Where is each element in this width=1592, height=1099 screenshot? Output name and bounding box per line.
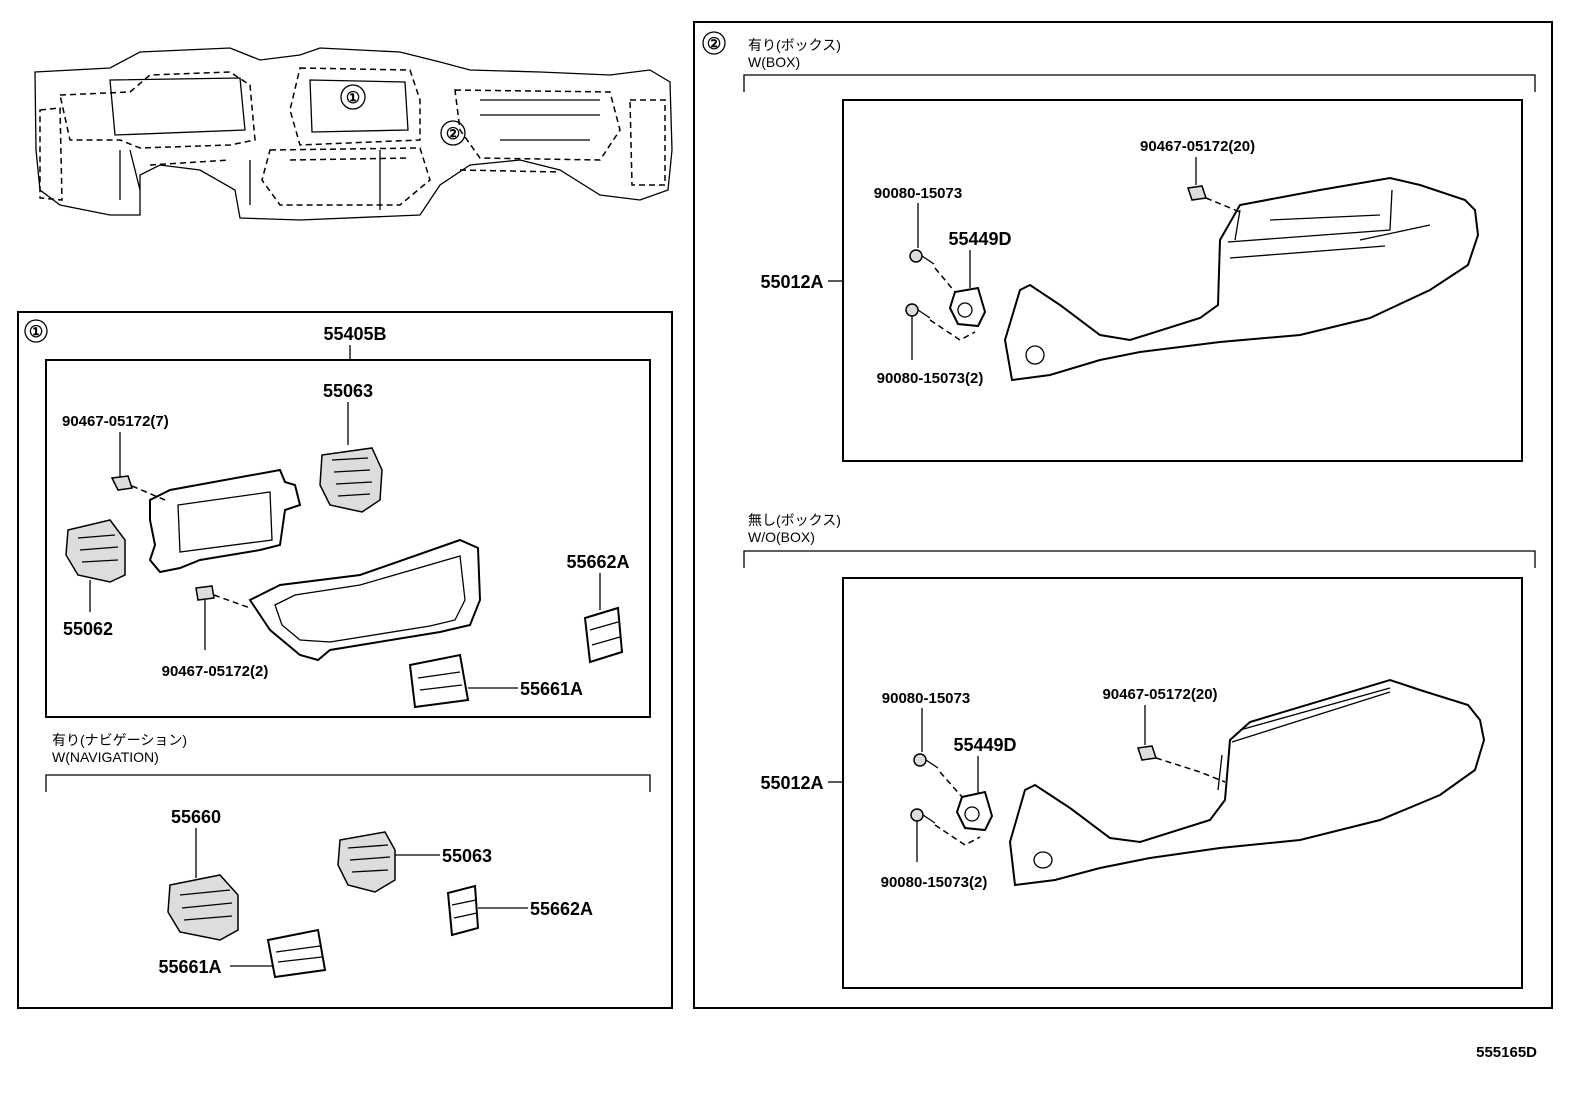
label-wb-55012A: 55012A (760, 272, 823, 292)
bezel-frame (248, 538, 482, 662)
label-55662A-nav: 55662A (530, 899, 593, 919)
label-wb-55449D: 55449D (948, 229, 1011, 249)
without-box-en: W/O(BOX) (748, 529, 815, 545)
section-2-frame (693, 21, 1553, 1009)
nav-variant-en: W(NAVIGATION) (52, 749, 159, 765)
dashboard-overview: ① ② (34, 47, 673, 221)
glove-box-panel (1003, 176, 1480, 382)
lower-panel (1008, 678, 1486, 887)
label-55661A-top: 55661A (520, 679, 583, 699)
overview-callout-1: ① (346, 90, 360, 107)
label-90467-2: 90467-05172(2) (162, 663, 269, 680)
section-1-marker: ① (29, 324, 43, 341)
with-box-en: W(BOX) (748, 54, 800, 70)
without-box-jp: 無し(ボックス) (748, 512, 841, 528)
label-55661A-nav: 55661A (158, 957, 221, 977)
label-wob-55449D: 55449D (953, 735, 1016, 755)
label-55063-top: 55063 (323, 381, 373, 401)
vent-55063-nav (337, 831, 396, 893)
vent-55660 (167, 874, 239, 941)
bracket-part (148, 468, 302, 574)
section-2-marker: ② (707, 36, 721, 53)
vent-55063-top (319, 447, 383, 513)
label-wob-90080: 90080-15073 (882, 690, 970, 707)
label-90467-7: 90467-05172(7) (62, 413, 169, 430)
label-wb-90080-2: 90080-15073(2) (877, 370, 984, 387)
nav-variant-jp: 有り(ナビゲーション) (52, 732, 187, 748)
label-55662A-top: 55662A (566, 552, 629, 572)
label-55660: 55660 (171, 807, 221, 827)
label-wb-90080: 90080-15073 (874, 185, 962, 202)
label-55405B: 55405B (323, 324, 386, 344)
section-1-frame (17, 311, 673, 1009)
label-wob-90467-20: 90467-05172(20) (1102, 686, 1217, 703)
label-wob-55012A: 55012A (760, 773, 823, 793)
label-55062: 55062 (63, 619, 113, 639)
label-wob-90080-2: 90080-15073(2) (881, 874, 988, 891)
label-55063-nav: 55063 (442, 846, 492, 866)
diagram-code: 555165D (1476, 1044, 1537, 1061)
section-1-top-box (45, 359, 651, 718)
without-box-frame (842, 577, 1523, 989)
overview-callout-2: ② (446, 126, 460, 143)
vent-55062 (65, 519, 126, 583)
label-wb-90467-20: 90467-05172(20) (1140, 138, 1255, 155)
with-box-jp: 有り(ボックス) (748, 37, 841, 53)
